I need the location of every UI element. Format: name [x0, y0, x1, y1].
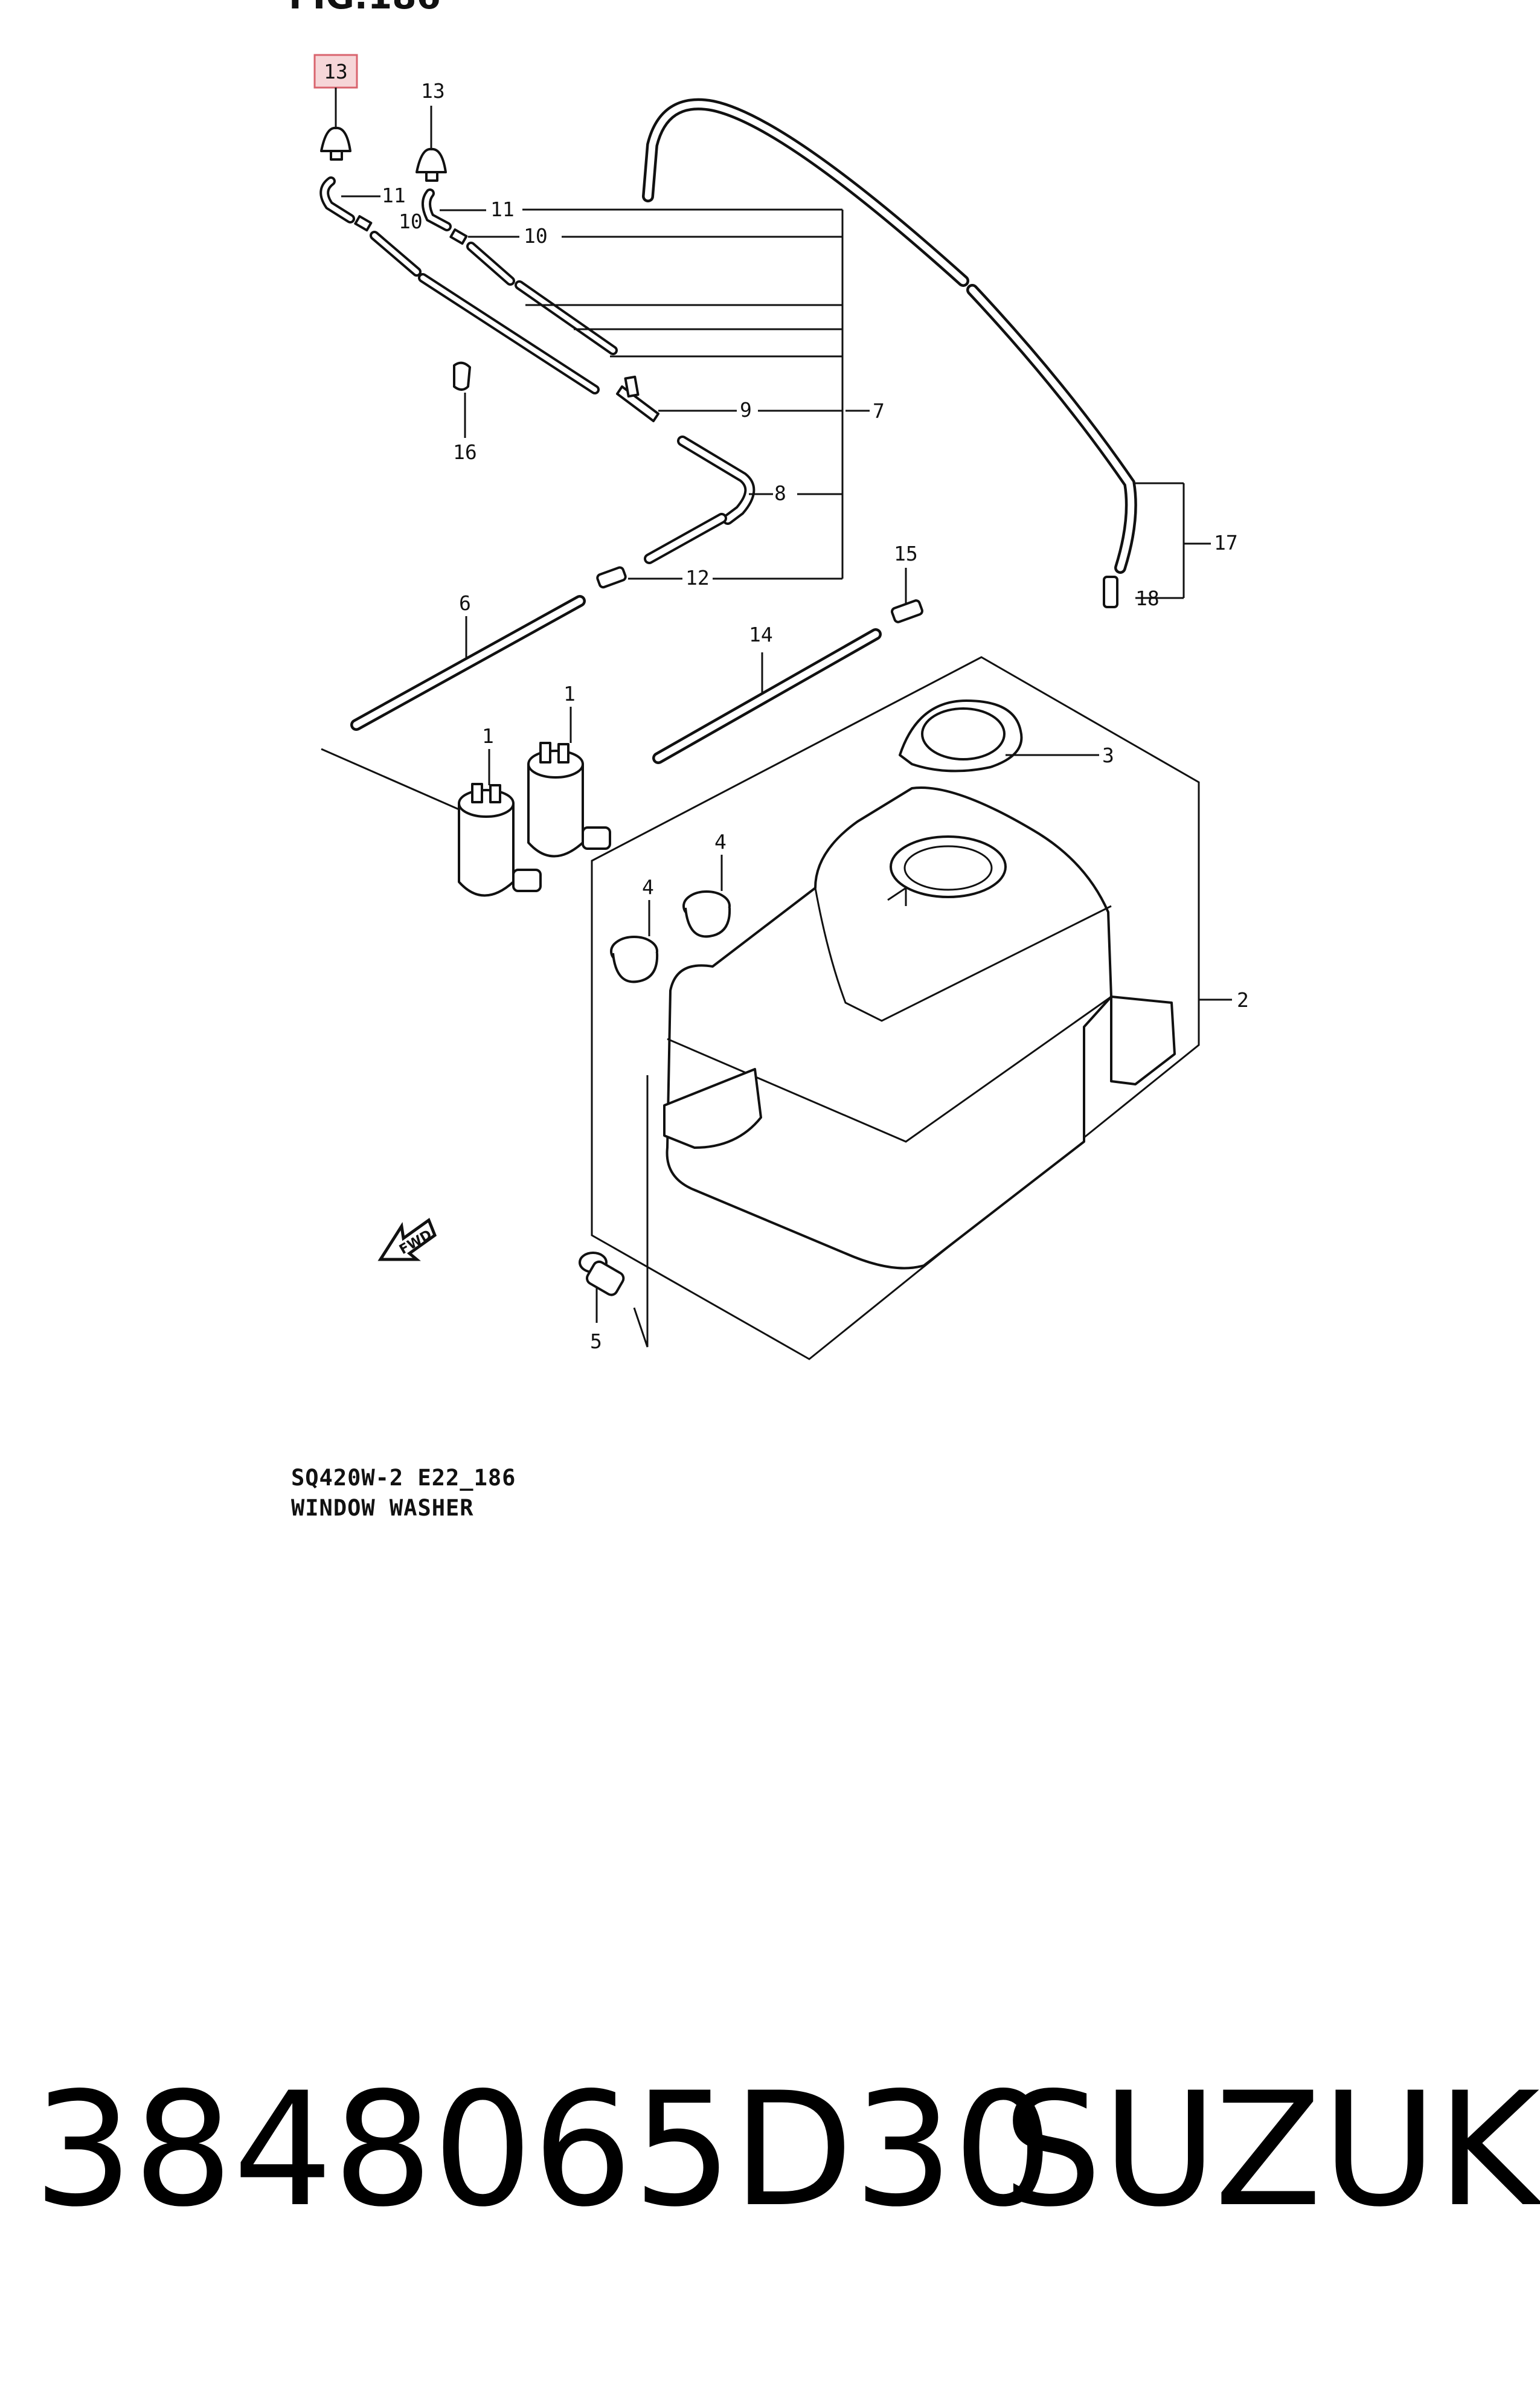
rear-hose-17	[642, 98, 969, 287]
callout-11-right: 11	[490, 198, 515, 221]
callout-9: 9	[740, 398, 752, 422]
callout-4-left: 4	[642, 875, 654, 899]
connector-10-left	[354, 215, 373, 232]
callout-12: 12	[685, 566, 710, 590]
washer-tank	[663, 786, 1176, 1270]
callout-10-left: 10	[399, 210, 423, 233]
callout-14: 14	[749, 623, 773, 646]
callout-10-right: 10	[524, 224, 548, 248]
t-joint-9	[616, 375, 659, 422]
brand-name: SUZUKI	[1003, 2059, 1540, 2242]
hose-segments	[370, 231, 618, 394]
washer-pump-left	[458, 783, 542, 897]
callout-7: 7	[873, 399, 885, 423]
connector-10-right	[449, 228, 468, 245]
clip-16	[453, 361, 471, 391]
parts-diagram: FIG.186 13 13 11 11 10 10	[289, 0, 1249, 1360]
bracket-17	[1135, 482, 1211, 599]
callout-1-right: 1	[563, 682, 576, 706]
callout-1-left: 1	[482, 724, 494, 748]
washer-pump-right	[527, 742, 611, 858]
callout-17: 17	[1214, 531, 1238, 555]
figure-heading: FIG.186	[289, 0, 441, 17]
callout-3: 3	[1102, 744, 1114, 767]
callout-18: 18	[1135, 587, 1160, 610]
highlighted-callout-13[interactable]: 13	[313, 54, 358, 89]
filler-cap	[899, 699, 1023, 773]
drain-connector-5	[579, 1252, 625, 1296]
callout-11-left: 11	[382, 184, 406, 207]
diagram-code: SQ420W-2 E22_186	[291, 1465, 516, 1491]
callout-4-right: 4	[714, 830, 727, 854]
highlighted-callout-label: 13	[324, 60, 348, 83]
grommet-left	[610, 936, 659, 983]
connector-15	[891, 599, 923, 623]
callout-16: 16	[453, 440, 477, 464]
grommet-right	[682, 890, 731, 938]
callout-13: 13	[421, 79, 445, 103]
callout-8: 8	[774, 481, 786, 505]
washer-nozzle-left	[320, 126, 351, 161]
assembly-outline	[321, 656, 1200, 1360]
connector-18	[1103, 576, 1118, 608]
diagram-title: WINDOW WASHER	[291, 1495, 474, 1521]
callout-2: 2	[1237, 988, 1249, 1012]
callout-6: 6	[459, 591, 471, 615]
fwd-arrow-icon[interactable]: FWD	[377, 1218, 437, 1261]
part-number: 3848065D30	[33, 2059, 1053, 2242]
callout-15: 15	[894, 542, 918, 565]
bracket-7	[522, 208, 870, 579]
callout-5: 5	[590, 1329, 602, 1353]
washer-nozzle-right	[415, 147, 447, 182]
connector-12	[596, 566, 627, 589]
